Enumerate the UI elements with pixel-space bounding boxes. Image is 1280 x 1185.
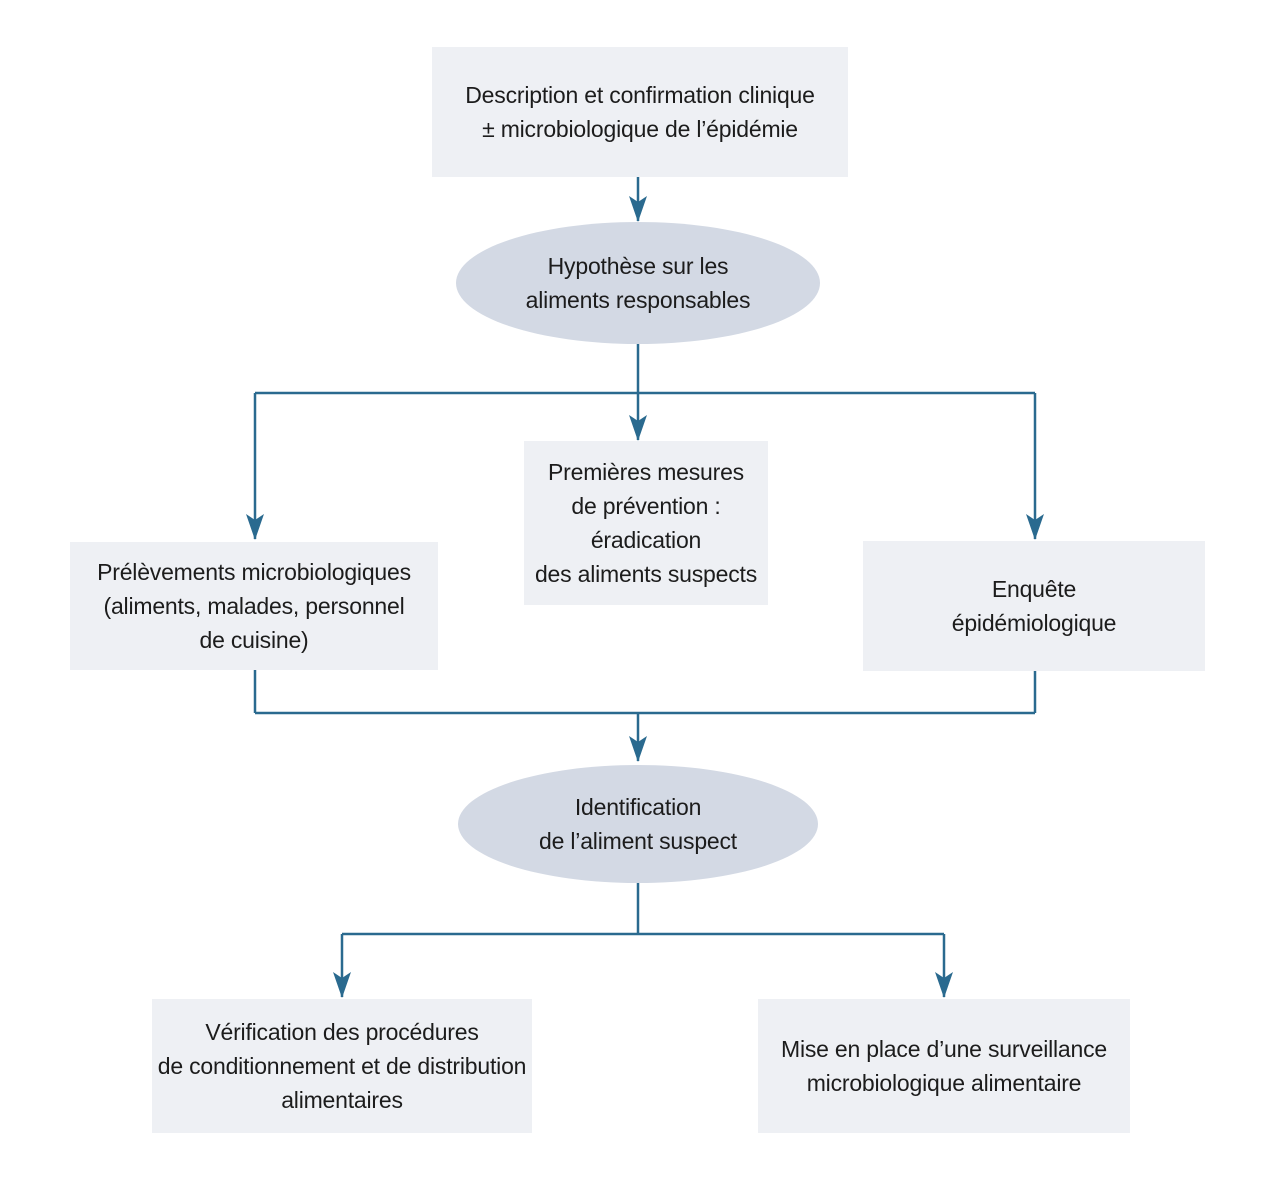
node-text-line: de conditionnement et de distribution: [157, 1053, 527, 1079]
node-text-line: éradication: [590, 527, 702, 553]
node-text-line: (aliments, malades, personnel: [103, 593, 405, 619]
node-text-line: Hypothèse sur les: [547, 253, 729, 279]
node-text-line: épidémiologique: [951, 610, 1117, 636]
node-prelevements-microbiologiques: Prélèvements microbiologiques (aliments,…: [70, 542, 438, 670]
node-text-line: des aliments suspects: [534, 561, 758, 587]
node-text-line: microbiologique alimentaire: [806, 1070, 1082, 1096]
node-identification-aliment: Identification de l’aliment suspect: [458, 765, 818, 883]
node-text-line: Enquête: [991, 576, 1077, 602]
node-text-line: ± microbiologique de l’épidémie: [482, 116, 798, 142]
node-premieres-mesures: Premières mesures de prévention : éradic…: [524, 441, 768, 605]
node-text-line: Vérification des procédures: [205, 1019, 479, 1045]
node-text-line: Identification: [574, 794, 702, 820]
node-text-line: de cuisine): [199, 627, 309, 653]
node-text-line: de prévention :: [571, 493, 721, 519]
node-verification-procedures: Vérification des procédures de condition…: [152, 999, 532, 1133]
node-hypothese-aliments: Hypothèse sur les aliments responsables: [456, 222, 820, 344]
node-text-line: Premières mesures: [548, 459, 744, 485]
node-surveillance-microbiologique: Mise en place d’une surveillance microbi…: [758, 999, 1130, 1133]
node-text-line: alimentaires: [281, 1087, 403, 1113]
node-description-confirmation: Description et confirmation clinique ± m…: [432, 47, 848, 177]
node-text-line: Description et confirmation clinique: [465, 82, 815, 108]
node-text-line: Prélèvements microbiologiques: [97, 559, 411, 585]
node-enquete-epidemiologique: Enquête épidémiologique: [863, 541, 1205, 671]
node-text-line: Mise en place d’une surveillance: [780, 1036, 1107, 1062]
node-text-line: de l’aliment suspect: [539, 828, 737, 854]
node-text-line: aliments responsables: [525, 287, 751, 313]
